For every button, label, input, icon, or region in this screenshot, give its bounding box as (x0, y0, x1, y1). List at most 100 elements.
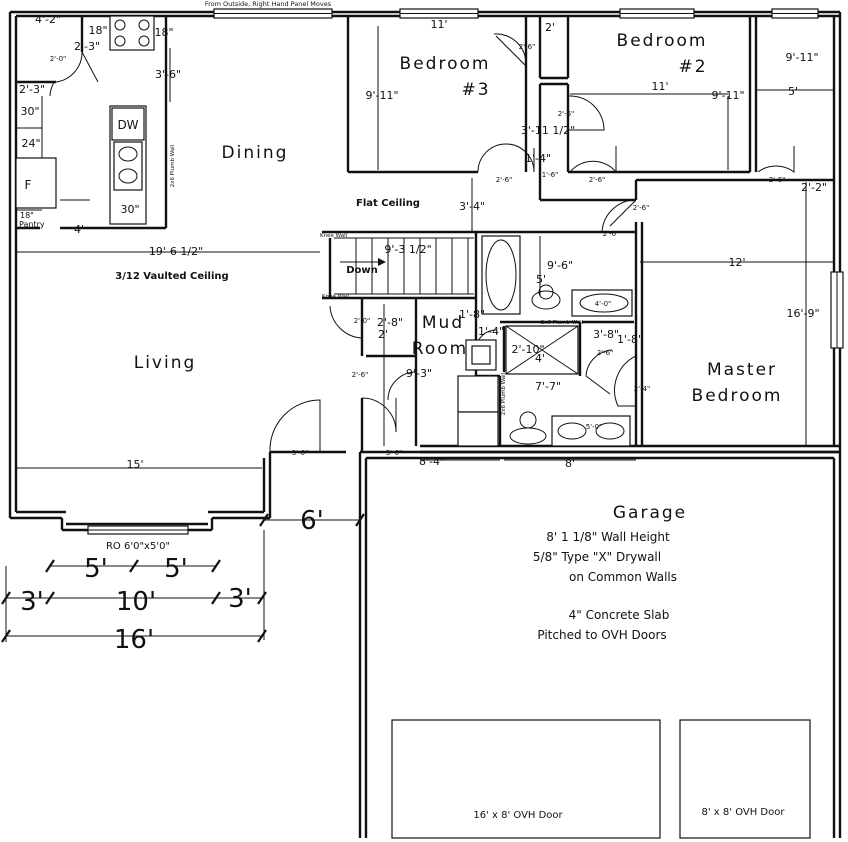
dim-1-8-a: 1'-8" (459, 308, 485, 321)
garage-note-2: 5/8" Type "X" Drywall (533, 550, 661, 564)
dim-9-11-a: 9'-11" (365, 89, 398, 102)
dim-4-bath: 4' (535, 352, 545, 365)
dim-11-top: 11' (430, 18, 447, 31)
dim-8: 8' (565, 457, 575, 470)
room-mud-b: Room (412, 339, 468, 359)
dim-12: 12' (728, 256, 745, 269)
dim-2-8: 2'-8" (377, 316, 403, 329)
note-plumb-wall-kitchen: 2x6 Plumb Wall (170, 144, 176, 187)
dim-1-8-b: 1'-8" (617, 333, 643, 346)
garage-door-8x8: 8' x 8' OVH Door (702, 807, 786, 818)
note-stairs-down: Down (346, 265, 378, 276)
dim-2-6-e: 2'-6" (769, 176, 786, 184)
dim-3-0-a: 3'-0" (292, 449, 309, 457)
room-bedroom-3-b: #3 (461, 80, 490, 100)
dim-5-b: 5' (164, 554, 188, 584)
dim-6: 6' (300, 506, 324, 536)
room-mud-a: Mud (422, 313, 464, 333)
labels: From Outside, Right Hand Panel Moves Din… (19, 0, 827, 821)
garage-note-1: 8' 1 1/8" Wall Height (546, 530, 670, 544)
dimension-lines (1, 26, 834, 643)
dim-5-bath: 5' (536, 273, 546, 286)
cabinet-18-b: 18" (154, 26, 173, 39)
note-window-ro: RO 6'0"x5'0" (106, 541, 170, 552)
dim-3-6: 3'-6" (155, 68, 181, 81)
dim-2: 2' (545, 21, 555, 34)
appliance-fridge: F (25, 178, 32, 192)
dim-9-3-a: 9'-3 1/2" (384, 243, 431, 256)
dim-3-a: 3' (20, 587, 44, 617)
dim-9-11-b: 9'-11" (711, 89, 744, 102)
cabinet-18-a: 18" (88, 24, 107, 37)
cabinet-24: 24" (21, 137, 40, 150)
note-knee-wall-top: Knee Wall (320, 233, 348, 239)
kitchen-fixtures (15, 15, 155, 225)
dim-1-4-a: 1'-4" (525, 152, 551, 165)
room-dining: Dining (222, 143, 289, 163)
dim-2-6-c: 2'-6" (496, 176, 513, 184)
dim-2-6-d: 2'-6" (589, 176, 606, 184)
garage-door-16x8: 16' x 8' OVH Door (473, 810, 563, 821)
dim-2-2: 2'-2" (801, 181, 827, 194)
dim-9-3-b: 9'-3" (406, 367, 432, 380)
dim-2-6-h: 2'-6" (597, 349, 614, 357)
garage-note-4: 4" Concrete Slab (569, 608, 670, 622)
note-knee-wall-bottom: Knee Wall (322, 294, 350, 300)
dim-3-0-b: 3'-0" (386, 449, 403, 457)
dim-4-2: 4'-2" (35, 13, 61, 26)
dim-2-4: 2'-4" (634, 385, 651, 393)
dim-19-6: 19'-6 1/2" (149, 245, 203, 258)
dim-16-9: 16'-9" (786, 307, 819, 320)
garage-note-3: on Common Walls (569, 570, 677, 584)
dim-3-8: 3'-8" (593, 328, 619, 341)
shower-5-0: 5'-0" (586, 423, 603, 431)
room-bedroom-3-a: Bedroom (400, 54, 491, 74)
tub-4-0: 4'-0" (595, 300, 612, 308)
room-bedroom-2-b: #2 (678, 57, 707, 77)
dim-7-7: 7'-7" (535, 380, 561, 393)
note-pantry-a: 18" (20, 211, 34, 220)
appliance-dw: DW (117, 118, 138, 132)
room-master-b: Bedroom (692, 386, 783, 406)
note-pantry-b: Pantry (19, 220, 45, 229)
dim-16: 16' (114, 625, 154, 655)
room-living: Living (134, 353, 197, 373)
dim-11-b2: 11' (651, 80, 668, 93)
note-vaulted-ceiling: 3/12 Vaulted Ceiling (115, 271, 228, 282)
dim-2-6-i: 2'-6" (352, 371, 369, 379)
dim-1-4-b: 1'-4" (478, 325, 504, 338)
header-note: From Outside, Right Hand Panel Moves (205, 0, 332, 8)
dim-8-4: 8'-4" (419, 455, 445, 468)
dim-2-3-b: 2'-3" (19, 83, 45, 96)
dim-3-b: 3' (228, 584, 252, 614)
dim-4: 4' (74, 223, 84, 236)
dim-5-a: 5' (84, 554, 108, 584)
room-bedroom-2-a: Bedroom (617, 31, 708, 51)
garage-note-5: Pitched to OVH Doors (537, 628, 666, 642)
garage-doors (391, 719, 811, 839)
dim-2-10: 2'-10" (511, 343, 544, 356)
note-flat-ceiling: Flat Ceiling (356, 198, 420, 209)
room-master-a: Master (707, 360, 777, 380)
bath-fixtures (457, 235, 633, 447)
dim-9-6: 9'-6" (547, 259, 573, 272)
room-garage: Garage (613, 503, 687, 523)
dim-1-6: 1'-6" (542, 171, 559, 179)
cabinet-30-b: 30" (120, 203, 139, 216)
dim-15: 15' (126, 458, 143, 471)
stairs (334, 237, 474, 295)
dim-3-11: 3'-11 1/2" (521, 124, 575, 137)
windows (87, 8, 844, 535)
dim-9-11-c: 9'-11" (785, 51, 818, 64)
dim-2-6-f: 2'-6" (633, 204, 650, 212)
dim-2-3-a: 2'-3" (74, 40, 100, 53)
dim-3-4: 3'-4" (459, 200, 485, 213)
dim-2-6-g: 2'-6" (603, 230, 620, 238)
dim-2-mud: 2' (378, 328, 388, 341)
dim-2-0-pantry: 2'-0" (50, 55, 67, 63)
note-plumb-wall-laundry: 2x6 Plumb Wall (501, 372, 507, 415)
dim-2-6-b: 2'-6" (558, 110, 575, 118)
cabinet-30-a: 30" (20, 105, 39, 118)
dim-2-0-mud: 2'-0" (354, 317, 371, 325)
